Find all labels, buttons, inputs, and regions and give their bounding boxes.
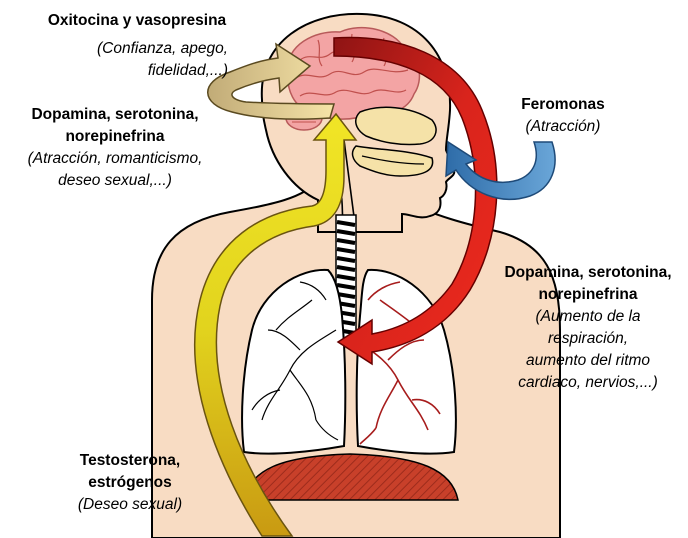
label-testosterone-title-1: Testosterona, bbox=[50, 450, 210, 472]
label-pheromones-title: Feromonas bbox=[488, 94, 638, 116]
label-pheromones-detail: (Atracción) bbox=[488, 116, 638, 138]
label-dopamine-body-detail-2: respiración, bbox=[488, 328, 688, 350]
label-dopamine-brain-title-1: Dopamina, serotonina, bbox=[0, 104, 230, 126]
label-oxytocin: Oxitocina y vasopresina bbox=[22, 10, 252, 32]
label-dopamine-brain-detail-2: deseo sexual,...) bbox=[0, 170, 230, 192]
label-oxytocin-detail-1: (Confianza, apego, bbox=[48, 38, 228, 60]
label-dopamine-brain-title-2: norepinefrina bbox=[0, 126, 230, 148]
label-oxytocin-detail: (Confianza, apego, fidelidad,...) bbox=[48, 38, 228, 82]
label-dopamine-body: Dopamina, serotonina, norepinefrina (Aum… bbox=[488, 262, 688, 394]
label-testosterone-title-2: estrógenos bbox=[50, 472, 210, 494]
arrow-pheromones bbox=[446, 142, 555, 199]
label-dopamine-brain-detail-1: (Atracción, romanticismo, bbox=[0, 148, 230, 170]
label-pheromones: Feromonas (Atracción) bbox=[488, 94, 638, 138]
label-testosterone-detail: (Deseo sexual) bbox=[50, 494, 210, 516]
label-dopamine-body-detail-3: aumento del ritmo bbox=[488, 350, 688, 372]
label-dopamine-brain: Dopamina, serotonina, norepinefrina (Atr… bbox=[0, 104, 230, 192]
label-dopamine-body-detail-1: (Aumento de la bbox=[488, 306, 688, 328]
label-testosterone: Testosterona, estrógenos (Deseo sexual) bbox=[50, 450, 210, 516]
label-dopamine-body-title-2: norepinefrina bbox=[488, 284, 688, 306]
label-oxytocin-detail-2: fidelidad,...) bbox=[48, 60, 228, 82]
label-oxytocin-title: Oxitocina y vasopresina bbox=[22, 10, 252, 32]
label-dopamine-body-title-1: Dopamina, serotonina, bbox=[488, 262, 688, 284]
label-dopamine-body-detail-4: cardiaco, nervios,...) bbox=[488, 372, 688, 394]
